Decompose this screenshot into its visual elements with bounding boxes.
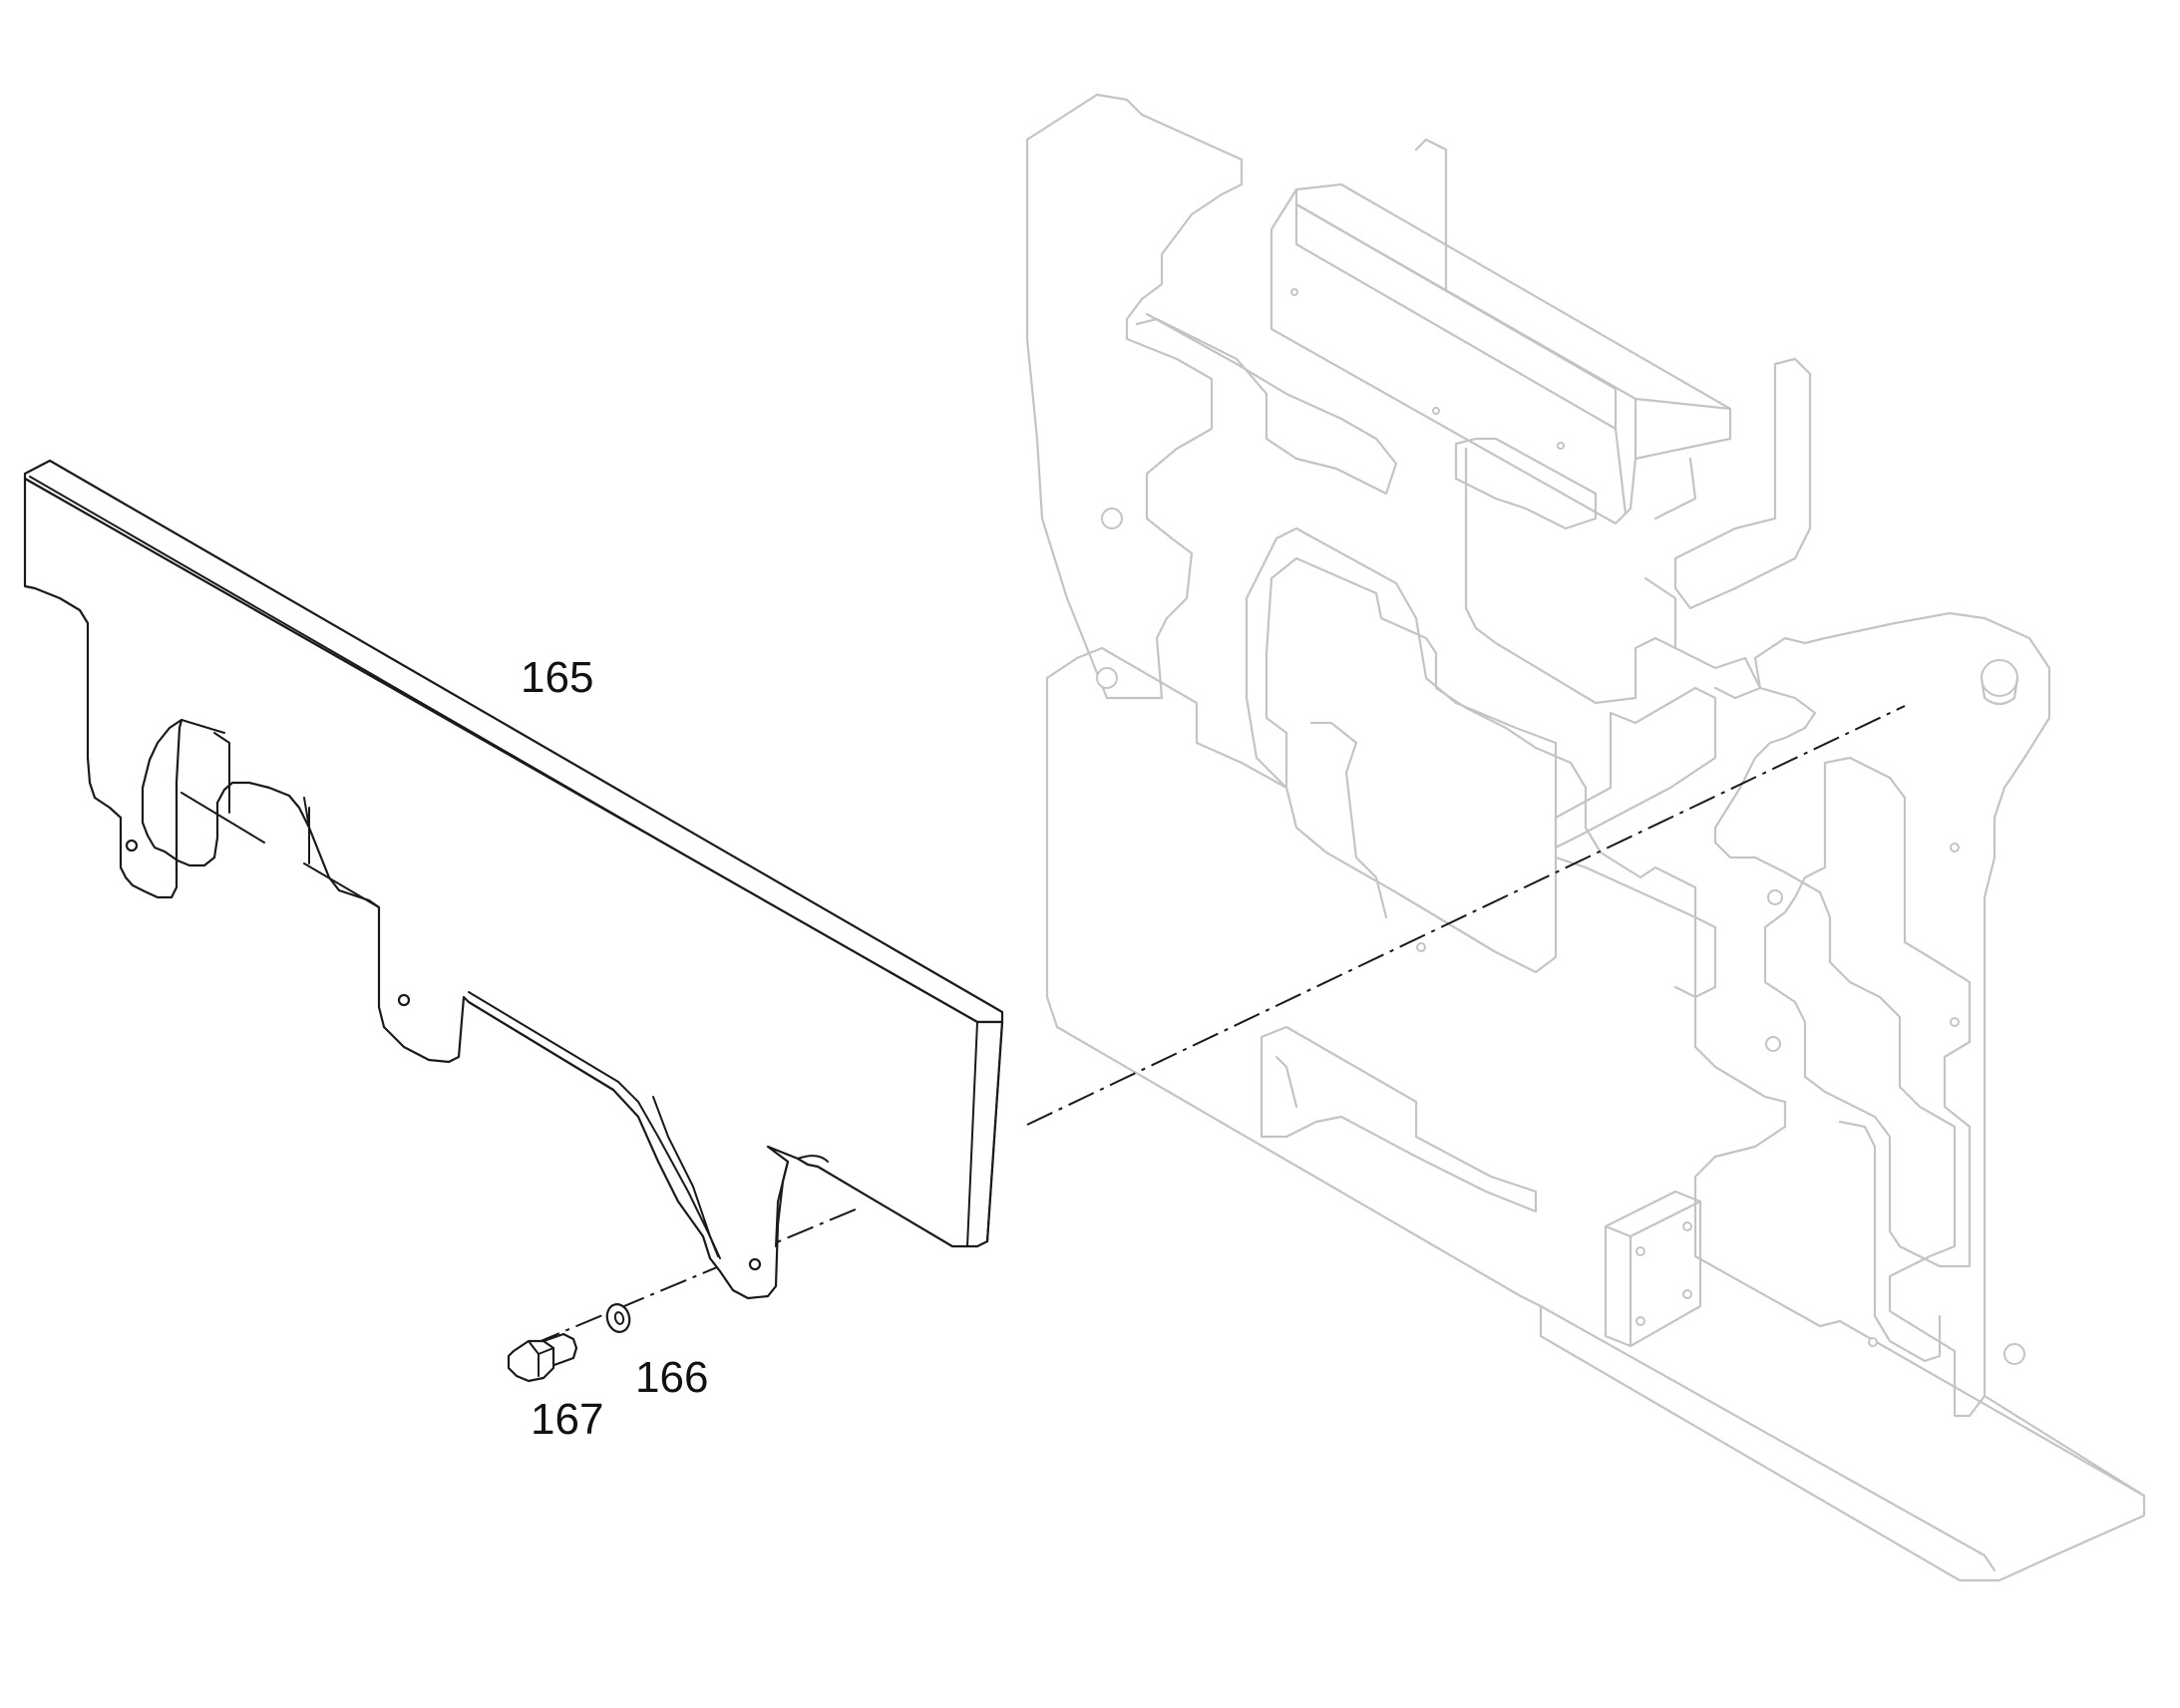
frame-block-hole-2 xyxy=(1635,1316,1645,1326)
frame-hole-small-3 xyxy=(1557,442,1565,450)
guard-plate-body xyxy=(23,477,1004,1300)
frame-block-hole-4 xyxy=(1682,1289,1692,1299)
bolt-head-faces xyxy=(528,1340,554,1377)
assembly-axis-bolt xyxy=(533,1207,859,1345)
frame-window-lower xyxy=(1260,1025,1538,1213)
frame-base-foot xyxy=(1539,1304,2146,1572)
frame-hole-small-8 xyxy=(1416,942,1426,952)
assembly-axes xyxy=(533,705,1906,1345)
frame-cross-member-2 xyxy=(1554,855,1717,999)
frame-front-plate xyxy=(1045,556,2146,1582)
callout-166: 166 xyxy=(635,1353,708,1402)
assembly-axis-main xyxy=(1026,705,1906,1126)
frame-lug-hole xyxy=(1981,659,2018,697)
guard-plate xyxy=(23,459,1004,1300)
frame-hole-small-6 xyxy=(1950,843,1960,853)
frame-recess-a xyxy=(1454,437,1598,530)
frame-hole-small-1 xyxy=(1290,288,1298,296)
frame-top-beam xyxy=(1270,182,1732,525)
guard-plate-slot-b xyxy=(303,797,380,908)
frame-window-upper xyxy=(1135,312,1398,496)
frame-hole-base xyxy=(2003,1343,2025,1365)
frame-lug-bore xyxy=(1980,676,2019,706)
frame-hole-mid-left xyxy=(1096,667,1118,689)
frame-small-block xyxy=(1604,1190,1702,1348)
guard-plate-lower-lip-2 xyxy=(652,1096,719,1257)
frame-window-right xyxy=(1763,756,1972,1268)
washer-outer xyxy=(605,1303,631,1333)
frame-lower-slot xyxy=(1274,1055,1298,1109)
frame-cross-member xyxy=(1554,686,1717,850)
washer-inner xyxy=(613,1311,625,1325)
frame-hole-small-2 xyxy=(1432,407,1440,415)
bolt-head xyxy=(507,1339,555,1383)
frame-right-post xyxy=(1673,357,1812,610)
frame-rear-upright xyxy=(1025,93,1244,700)
frame-window-middle xyxy=(1245,526,1558,974)
guard-plate-hole-left xyxy=(125,839,139,853)
frame-back-post xyxy=(1414,138,1448,291)
frame-hole-small-5 xyxy=(1765,1036,1781,1052)
guard-plate-hole-mid xyxy=(397,993,411,1007)
guard-plate-hole-bolt xyxy=(748,1257,762,1271)
frame-recess-b xyxy=(1464,447,1677,705)
frame-hole-small-7 xyxy=(1950,1017,1960,1027)
callout-labels: 165 166 167 xyxy=(521,653,708,1444)
washer xyxy=(605,1303,631,1333)
frame-window-right-inner xyxy=(1838,1120,1942,1363)
support-frame xyxy=(1025,93,2146,1582)
frame-hole-top-left xyxy=(1101,508,1123,529)
frame-cross-member-3 xyxy=(1673,646,1762,700)
frame-block-hole-1 xyxy=(1635,1246,1645,1256)
frame-window-left-slot xyxy=(1309,721,1388,919)
frame-block-hole-3 xyxy=(1682,1221,1692,1231)
guard-plate-slot-a xyxy=(181,719,265,844)
callout-165: 165 xyxy=(521,653,593,702)
hex-bolt xyxy=(507,1332,578,1383)
guard-plate-notch xyxy=(775,1155,829,1247)
frame-hole-small-9 xyxy=(1868,1337,1878,1347)
frame-lug-plate xyxy=(1713,611,2051,1418)
frame-hole-small-4 xyxy=(1767,889,1783,905)
guard-plate-right-edge xyxy=(966,1021,1003,1247)
frame-top-beam-edge xyxy=(1294,202,1618,431)
frame-right-post-back xyxy=(1653,457,1697,520)
callout-167: 167 xyxy=(531,1395,603,1444)
